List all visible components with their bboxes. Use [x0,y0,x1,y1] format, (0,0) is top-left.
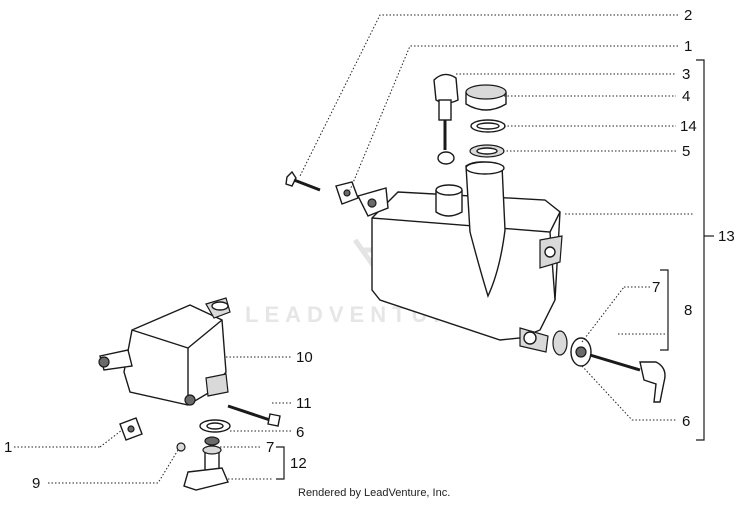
callout-2: 2 [684,7,692,24]
callout-1-top: 1 [684,38,692,55]
callout-7-left: 7 [266,439,274,456]
callout-8: 8 [684,302,692,319]
callout-6-left: 6 [296,424,304,441]
nut-part-1-top [335,181,359,205]
nut-part-1-left [119,417,143,441]
callout-13: 13 [718,228,735,245]
callout-11: 11 [296,395,312,412]
gasket-part-14 [470,119,506,133]
washer-part-9 [176,442,186,452]
oring-part-7-left [204,436,220,446]
leader-lines [14,14,693,484]
callout-14: 14 [680,118,697,135]
main-oil-tank [356,161,563,353]
callout-5: 5 [682,143,690,160]
screw-part-2 [285,170,321,192]
screw-part-11 [227,404,281,427]
bracket-12 [276,446,285,480]
callout-9: 9 [32,475,40,492]
callout-10: 10 [296,349,313,366]
outlet-fitting-part-12 [183,445,229,491]
cap-part-4 [465,84,507,111]
ring-part-5 [469,144,505,158]
callout-12: 12 [290,455,307,472]
callout-3: 3 [682,66,690,83]
gasket-part-6-left [199,419,231,433]
callout-4: 4 [682,88,690,105]
bracket-13 [696,59,714,441]
callout-6-right: 6 [682,413,690,430]
render-credit: Rendered by LeadVenture, Inc. [298,487,450,499]
dipstick-part-3 [433,73,459,165]
callout-1-left: 1 [4,439,12,456]
callout-7-right: 7 [652,279,660,296]
small-oil-tank [98,297,231,406]
fitting-group-right [552,330,666,403]
bracket-8 [660,269,669,351]
